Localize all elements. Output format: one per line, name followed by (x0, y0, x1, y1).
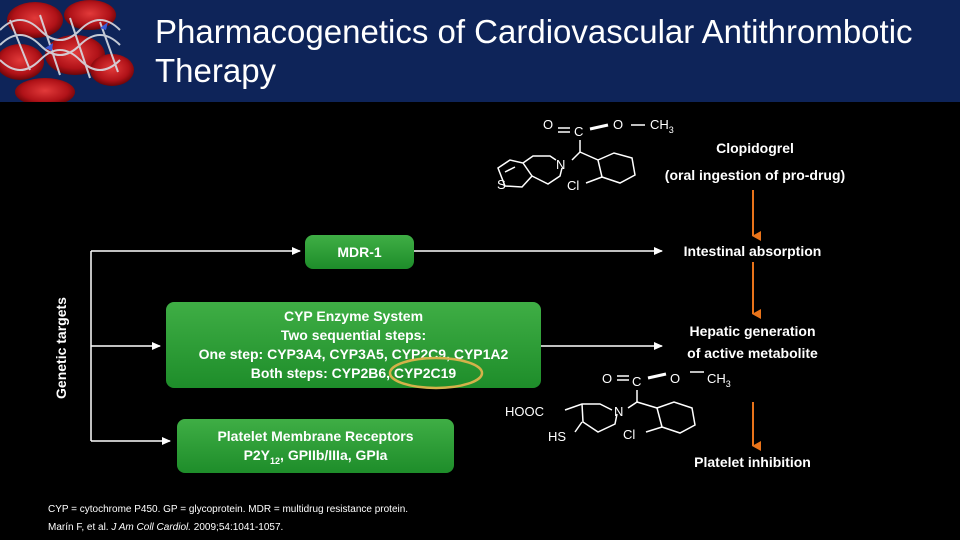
title-banner (0, 0, 960, 102)
top-s: S (497, 177, 506, 192)
platelet-line-1: Platelet Membrane Receptors (217, 428, 414, 444)
footnote-abbreviations: CYP = cytochrome P450. GP = glycoprotein… (48, 504, 409, 515)
footnote: CYP = cytochrome P450. GP = glycoprotein… (48, 501, 408, 537)
genetic-targets-label: Genetic targets (53, 297, 69, 399)
top-ch3: CH3 (650, 117, 674, 135)
bottom-o1: O (602, 371, 612, 386)
bottom-c: C (632, 374, 641, 389)
step-hepatic-line-2: of active metabolite (687, 345, 818, 361)
stent-blood-cells-image (0, 0, 150, 102)
top-c: C (574, 124, 583, 139)
top-cl: Cl (567, 178, 579, 193)
bottom-hs: HS (548, 429, 566, 444)
platelet-receptors-box: Platelet Membrane Receptors P2Y12, GPIIb… (177, 419, 454, 473)
platelet-line-2: P2Y12, GPIIb/IIIa, GPIa (243, 447, 388, 466)
clopidogrel-structure (497, 123, 645, 188)
drug-name: Clopidogrel (716, 140, 794, 156)
cyp2c19-highlight-ring (388, 356, 484, 390)
active-metabolite-structure (564, 371, 704, 434)
step-platelet-inhibition: Platelet inhibition (694, 454, 811, 470)
top-n: N (556, 157, 565, 172)
top-o1: O (543, 117, 553, 132)
footnote-reference: Marín F, et al. J Am Coll Cardiol. 2009;… (48, 522, 284, 533)
cyp-line-1: CYP Enzyme System (283, 308, 424, 324)
step-hepatic-line-1: Hepatic generation (689, 323, 816, 339)
mdr-box: MDR-1 (305, 235, 414, 269)
bottom-ch3: CH3 (707, 371, 731, 389)
drug-note: (oral ingestion of pro-drug) (664, 167, 846, 183)
cyp-line-2: Two sequential steps: (280, 327, 427, 343)
cyp-line-4: Both steps: CYP2B6, CYP2C19 (250, 365, 457, 381)
bottom-hooc: HOOC (505, 404, 544, 419)
bottom-n: N (614, 404, 623, 419)
step-intestinal-absorption: Intestinal absorption (683, 243, 822, 259)
genetic-targets-bracket (90, 247, 301, 445)
bottom-cl: Cl (623, 427, 635, 442)
cyp-box: CYP Enzyme System Two sequential steps: … (166, 302, 541, 388)
mdr-label: MDR-1 (337, 244, 382, 260)
slide-title: Pharmacogenetics of Cardiovascular Antit… (155, 13, 913, 89)
bottom-o2: O (670, 371, 680, 386)
top-o2: O (613, 117, 623, 132)
